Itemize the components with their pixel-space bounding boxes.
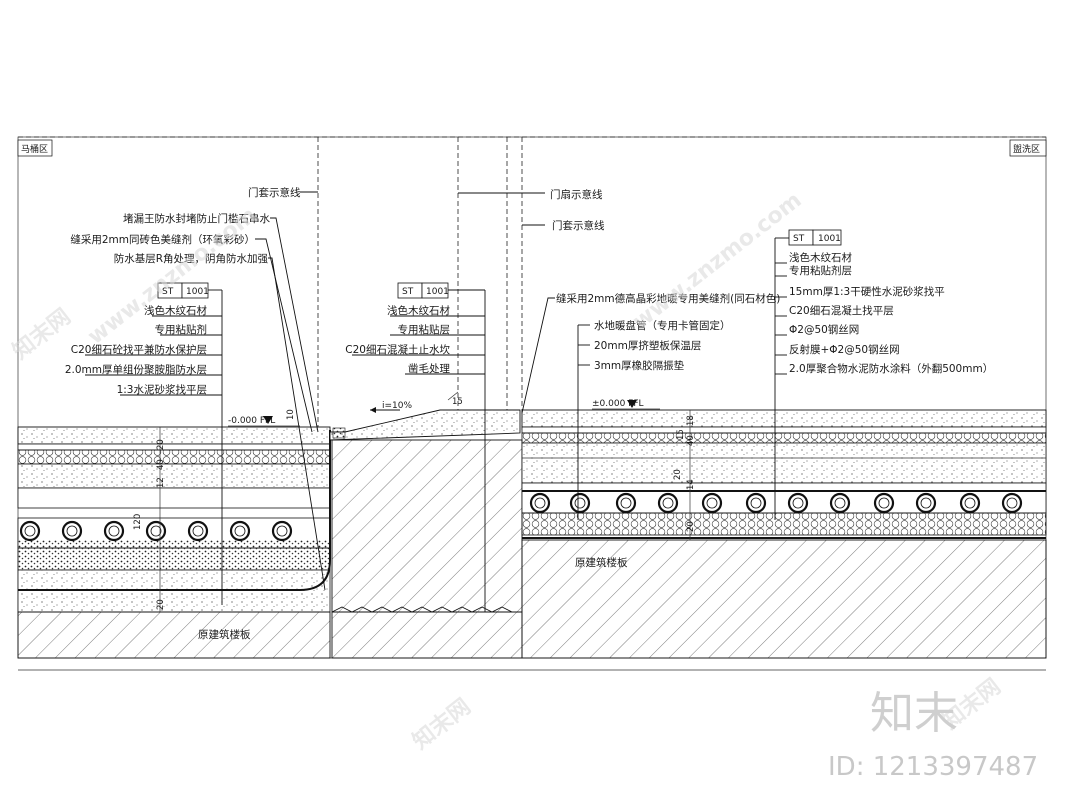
right-tag-st: ST	[793, 234, 805, 244]
left-level-label: -0.000 FFL	[228, 416, 275, 426]
label-door-cover-left: 门套示意线	[248, 186, 301, 199]
right-floor-section	[521, 409, 1047, 659]
heating-note-1: 水地暖盘管（专用卡管固定）	[594, 319, 731, 332]
left-dim-40: 40	[156, 459, 166, 470]
left-note-1: 堵漏王防水封堵防止门槛石串水	[123, 212, 270, 225]
zone-label-right: 盥洗区	[1013, 143, 1040, 155]
zone-label-box-right	[1009, 139, 1047, 157]
right-dim-40: 40	[686, 435, 696, 446]
mid-layer-4: 凿毛处理	[408, 362, 450, 375]
mid-tag-code: 1001	[426, 287, 449, 297]
heating-note-2: 20mm厚挤塑板保温层	[594, 339, 701, 352]
watermark-id: ID: 1213397487	[828, 752, 1038, 782]
left-tag-st: ST	[162, 287, 174, 297]
label-door-cover-right: 门套示意线	[552, 219, 605, 232]
heating-note-3: 3mm厚橡胶隔振垫	[594, 359, 685, 372]
left-layer-5: 1:3水泥砂浆找平层	[117, 383, 207, 396]
slab-label-left: 原建筑楼板	[198, 628, 251, 641]
mid-layer-2: 专用粘贴层	[398, 323, 451, 336]
right-level-label: ±0.000 FFL	[592, 399, 644, 409]
slope-label: i=10%	[382, 401, 412, 411]
slope-mark: i=10% 15	[370, 391, 463, 413]
right-dim-18: 18	[686, 415, 696, 426]
mid-layer-3: C20细石混凝土止水坎	[345, 343, 450, 356]
right-dim-20b: 20	[686, 521, 696, 532]
watermark-site-2: www.znzmo.com	[628, 188, 806, 335]
left-heating-pipes	[19, 520, 293, 542]
left-layer-1: 浅色木纹石材	[144, 304, 207, 317]
watermark-logo: 知末	[870, 688, 958, 739]
zone-label-left: 马桶区	[21, 143, 48, 155]
left-layer-4: 2.0mm厚单组份聚胺脂防水层	[65, 363, 207, 376]
right-dim-15: 15	[676, 429, 686, 440]
right-layers-callout: ST 1001 浅色木纹石材 专用粘贴剂层 15mm厚1:3干硬性水泥砂浆找平 …	[774, 229, 993, 520]
zone-label-box-left	[17, 139, 53, 157]
left-note-3: 防水基层R角处理，阴角防水加强	[114, 252, 269, 265]
right-level-mark: ±0.000 FFL	[592, 399, 660, 410]
seam-callout: 缝采用2mm德高晶彩地暖专用美缝剂(同石材色)	[521, 292, 780, 414]
left-tag-code: 1001	[186, 287, 209, 297]
mid-tag-st: ST	[402, 287, 414, 297]
left-layers-callout: ST 1001 浅色木纹石材 专用粘贴剂 C20细石砼找平兼防水保护层 2.0m…	[65, 282, 223, 605]
right-layer-6: 反射膜+Φ2@50钢丝网	[789, 343, 900, 356]
seam-note: 缝采用2mm德高晶彩地暖专用美缝剂(同石材色)	[556, 292, 780, 305]
left-note-2: 缝采用2mm同砖色美缝剂（环氧彩砂）	[70, 233, 255, 246]
left-dim-10: 10	[286, 409, 296, 420]
middle-layers-callout: ST 1001 浅色木纹石材 专用粘贴层 C20细石混凝土止水坎 凿毛处理	[345, 282, 486, 612]
left-notes-callout: 堵漏王防水封堵防止门槛石串水 缝采用2mm同砖色美缝剂（环氧彩砂） 防水基层R角…	[70, 212, 326, 591]
left-layer-3: C20细石砼找平兼防水保护层	[71, 343, 207, 356]
left-layer-2: 专用粘贴剂	[155, 323, 208, 336]
left-dim-20b: 20	[156, 599, 166, 610]
threshold-section	[329, 409, 523, 659]
right-layer-3: 15mm厚1:3干硬性水泥砂浆找平	[789, 285, 945, 298]
right-layer-4: C20细石混凝土找平层	[789, 304, 894, 317]
right-dimensions: 18 15 40 20 14 20	[673, 410, 696, 540]
right-dim-14: 14	[686, 479, 696, 490]
right-layer-1: 浅色木纹石材	[789, 251, 852, 264]
left-dim-12: 12	[156, 477, 166, 488]
right-dim-20: 20	[673, 469, 683, 480]
svg-text:15: 15	[452, 397, 463, 407]
slab-label-right: 原建筑楼板	[575, 556, 628, 569]
left-dim-20: 20	[156, 439, 166, 450]
label-door-leaf: 门扇示意线	[550, 188, 603, 201]
heating-callout: 水地暖盘管（专用卡管固定） 20mm厚挤塑板保温层 3mm厚橡胶隔振垫	[577, 319, 731, 520]
left-level-mark: -0.000 FFL	[228, 416, 300, 427]
right-tag-code: 1001	[818, 234, 841, 244]
right-layer-2: 专用粘贴剂层	[789, 264, 852, 277]
left-dim-120: 120	[133, 514, 143, 530]
left-floor-section	[17, 426, 331, 659]
right-layer-5: Φ2@50钢丝网	[789, 323, 859, 336]
left-dimensions: 40 20 12 120 20 10	[133, 409, 296, 612]
watermark-brand-2: 知末网	[408, 694, 476, 755]
mid-layer-1: 浅色木纹石材	[387, 304, 450, 317]
right-heating-pipes	[529, 492, 1023, 514]
right-layer-7: 2.0厚聚合物水泥防水涂料（外翻500mm）	[789, 362, 993, 375]
